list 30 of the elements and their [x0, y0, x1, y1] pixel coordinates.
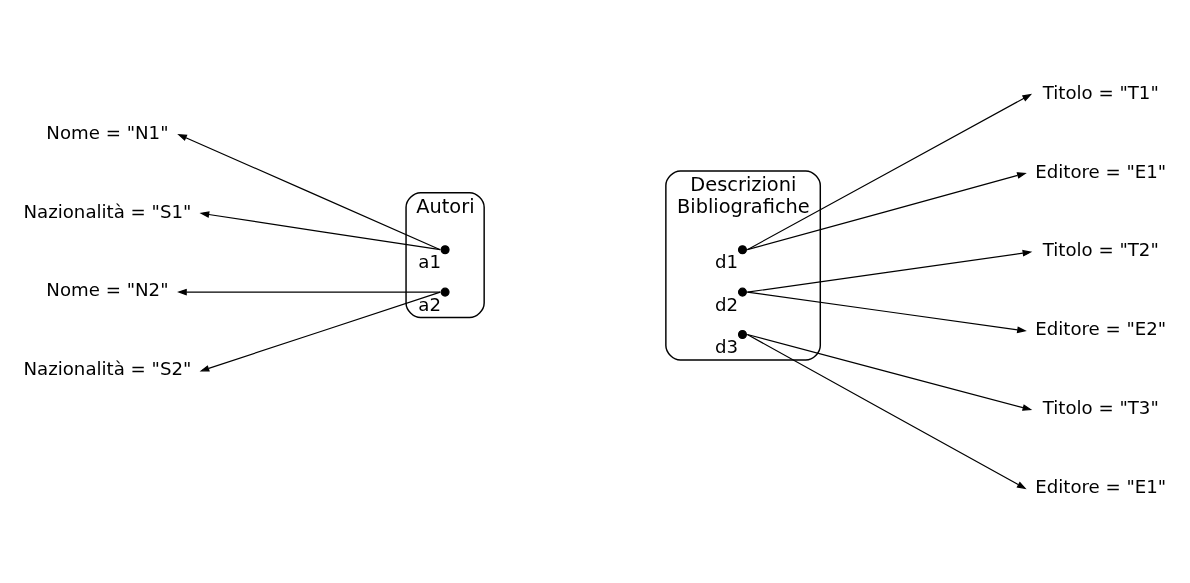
arrow — [746, 333, 1027, 490]
node-label: d3 — [714, 335, 738, 357]
arrow — [746, 93, 1033, 251]
node-circle — [737, 329, 747, 340]
node-label: a2 — [418, 293, 442, 315]
node-text: Editore = "E1" — [1035, 475, 1167, 497]
node-text: Titolo = "T3" — [1042, 396, 1159, 418]
node-text: Nome = "N1" — [46, 121, 169, 143]
node-circle — [737, 287, 747, 297]
node-label: d2 — [714, 293, 738, 315]
arrow — [199, 211, 441, 251]
node-circle — [440, 287, 450, 297]
arrow — [177, 288, 441, 296]
node-text: Editore = "E2" — [1035, 318, 1167, 340]
node-text: Editore = "E1" — [1035, 160, 1167, 182]
arrow — [199, 291, 441, 372]
node-text: Titolo = "T1" — [1042, 81, 1159, 103]
arrow — [177, 133, 441, 251]
node-circle — [737, 245, 747, 255]
node-circle — [440, 245, 450, 255]
arrow — [746, 333, 1033, 411]
node-label: a1 — [418, 251, 442, 273]
arrow — [746, 172, 1027, 251]
node-text: Nome = "N2" — [46, 279, 169, 301]
node-text: Nazionalità = "S1" — [23, 200, 192, 222]
node-text: Nazionalità = "S2" — [23, 358, 192, 380]
node-label: d1 — [714, 251, 738, 273]
arrow — [746, 291, 1027, 334]
arrow — [746, 249, 1033, 293]
node-text: Titolo = "T2" — [1042, 239, 1159, 261]
